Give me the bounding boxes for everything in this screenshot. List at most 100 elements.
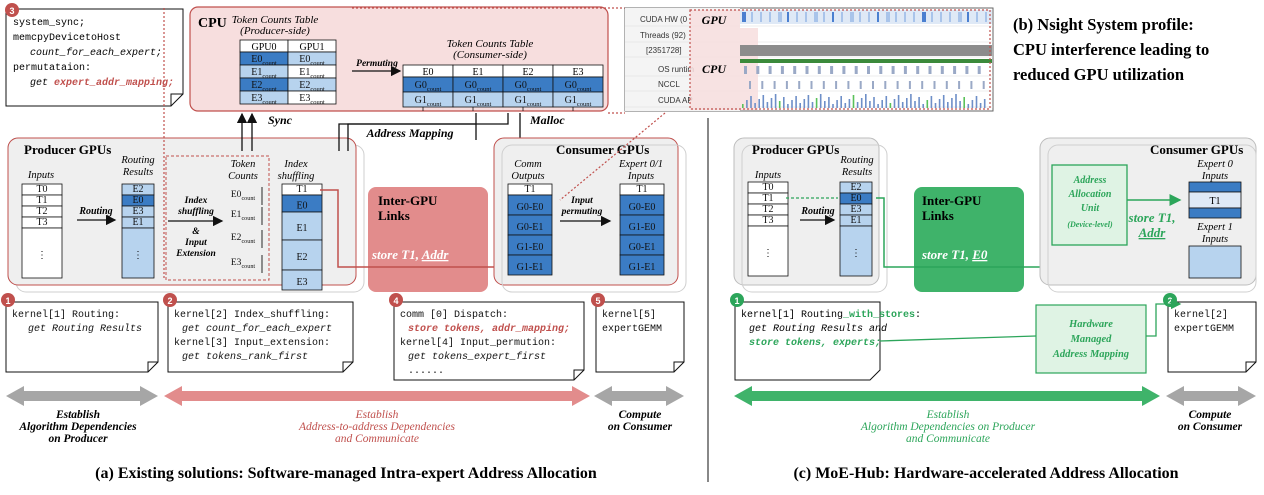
svg-text:Address Mapping: Address Mapping xyxy=(1052,349,1129,360)
column-cell-text: ⋮ xyxy=(851,248,861,259)
svg-text:1: 1 xyxy=(5,296,10,306)
aau-line3: Unit xyxy=(1081,203,1101,214)
column-cell-text: T2 xyxy=(36,206,47,217)
input-permuting-label-1: Input xyxy=(570,196,593,206)
phase2-line2: Address-to-address Dependencies xyxy=(298,421,455,433)
index-shuffling-label-1: Index xyxy=(184,196,208,206)
note-line: get count_for_each_expert xyxy=(182,323,332,335)
column-cell-text: E0 xyxy=(132,195,143,206)
nsight-cpu-activity xyxy=(742,66,986,108)
kernel-note xyxy=(5,301,159,373)
step-badge xyxy=(389,293,403,307)
phase-r1-line3: and Communicate xyxy=(906,433,990,445)
column-cell-text: E2 xyxy=(296,252,307,263)
column-cell-text: ⋮ xyxy=(133,250,143,261)
expert1-label-1: Expert 1 xyxy=(1196,222,1233,233)
expert-inputs-label-2: Inputs xyxy=(627,171,654,182)
column-cell-text: E2 xyxy=(132,184,143,195)
column-cell-text: T1 xyxy=(296,184,307,195)
note-line: ...... xyxy=(408,366,444,377)
note-line: get Routing Results and xyxy=(749,323,887,335)
phase-r2-line2: on Consumer xyxy=(1178,421,1243,433)
nsight-title-2: CPU interference leading to xyxy=(1013,40,1209,59)
column-cell-text: E1 xyxy=(850,215,861,226)
step-badge xyxy=(1,293,15,307)
phase2-line1: Establish xyxy=(355,409,399,421)
links-store-right: store T1, E0 xyxy=(921,247,988,262)
svg-text:1: 1 xyxy=(734,296,739,306)
column-cell-text: ⋮ xyxy=(37,250,47,261)
column-cell-text: E2 xyxy=(850,182,861,193)
code3-line3: count_for_each_expert; xyxy=(30,47,162,59)
note-line: get Routing Results xyxy=(28,323,142,335)
column-cell xyxy=(281,269,323,291)
nsight-gpu-label: GPU xyxy=(702,13,728,27)
phase2-line3: and Communicate xyxy=(335,433,419,445)
note-line: get tokens_rank_first xyxy=(182,351,308,363)
svg-text:E0count: E0count xyxy=(251,54,277,67)
svg-text:G0count: G0count xyxy=(515,80,542,93)
svg-text:G0count: G0count xyxy=(565,80,592,93)
links-title-1-right: Inter-GPU xyxy=(922,193,982,208)
column-cell xyxy=(747,225,789,277)
nsight-row-label: Threads (92) xyxy=(640,31,686,40)
phase-arrow-left-2 xyxy=(164,386,590,406)
phase-arrow-left-3 xyxy=(594,386,684,406)
input-permuting-label-2: permuting xyxy=(561,207,603,217)
hardware-address-mapping-box xyxy=(1035,304,1147,374)
note-line: kernel[1] Routing_with_stores: xyxy=(741,309,921,321)
phase-r1-line2: Algorithm Dependencies on Producer xyxy=(860,421,1036,433)
kernel-note xyxy=(734,301,881,381)
note-line: expertGEMM xyxy=(602,324,662,335)
column-cell xyxy=(619,254,665,276)
token-counts-label-1: Token xyxy=(231,159,256,170)
expert0-label-1: Expert 0 xyxy=(1196,159,1234,170)
svg-text:E1count: E1count xyxy=(299,67,325,80)
routing-results-label-2: Results xyxy=(122,167,153,178)
expert1-inputs xyxy=(1188,245,1242,279)
column-cell-text: E3 xyxy=(296,277,307,288)
column-cell-text: E1 xyxy=(296,223,307,234)
column-cell-text: E3 xyxy=(132,206,143,217)
expert-inputs-label-1: Expert 0/1 xyxy=(618,159,663,170)
inputs-label: Inputs xyxy=(27,170,54,181)
aau-line2: Allocation xyxy=(1068,189,1112,200)
store-t1-label: store T1, xyxy=(1128,210,1176,225)
column-cell-text: E0 xyxy=(850,193,861,204)
column-cell xyxy=(839,225,873,277)
code3-line4: permutataion: xyxy=(13,62,91,74)
column-cell-text: T0 xyxy=(762,182,773,193)
phase3-line2: on Consumer xyxy=(608,421,673,433)
svg-text:E1count: E1count xyxy=(231,210,256,222)
svg-text:E0count: E0count xyxy=(299,54,325,67)
phase-arrow-right-2 xyxy=(1166,386,1256,406)
svg-text:G1count: G1count xyxy=(415,95,442,108)
svg-text:2: 2 xyxy=(167,296,172,306)
caption-a: (a) Existing solutions: Software-managed… xyxy=(95,465,597,482)
svg-text:G1count: G1count xyxy=(565,95,592,108)
note-line: get tokens_expert_first xyxy=(408,351,546,363)
code3-line1: system_sync; xyxy=(13,18,85,29)
code3-line2: memcpyDevicetoHost xyxy=(13,32,121,44)
column-cell-text: G0-E1 xyxy=(629,242,656,253)
svg-text:T1: T1 xyxy=(1209,196,1220,207)
kernel-note xyxy=(167,301,354,373)
column-cell-text: E3 xyxy=(850,204,861,215)
svg-text:2: 2 xyxy=(1167,296,1172,306)
consumer-title-left: Consumer GPUs xyxy=(556,142,649,157)
nsight-row-label: CUDA HW (0 xyxy=(640,15,688,24)
note-line: kernel[5] xyxy=(602,309,656,321)
nsight-row-label: NCCL xyxy=(658,80,680,89)
note-line: kernel[1] Routing: xyxy=(12,309,120,321)
routing-results-right-label-2: Results xyxy=(841,167,872,178)
kernel-note xyxy=(1167,301,1257,373)
note-line: store tokens, experts; xyxy=(749,337,881,349)
